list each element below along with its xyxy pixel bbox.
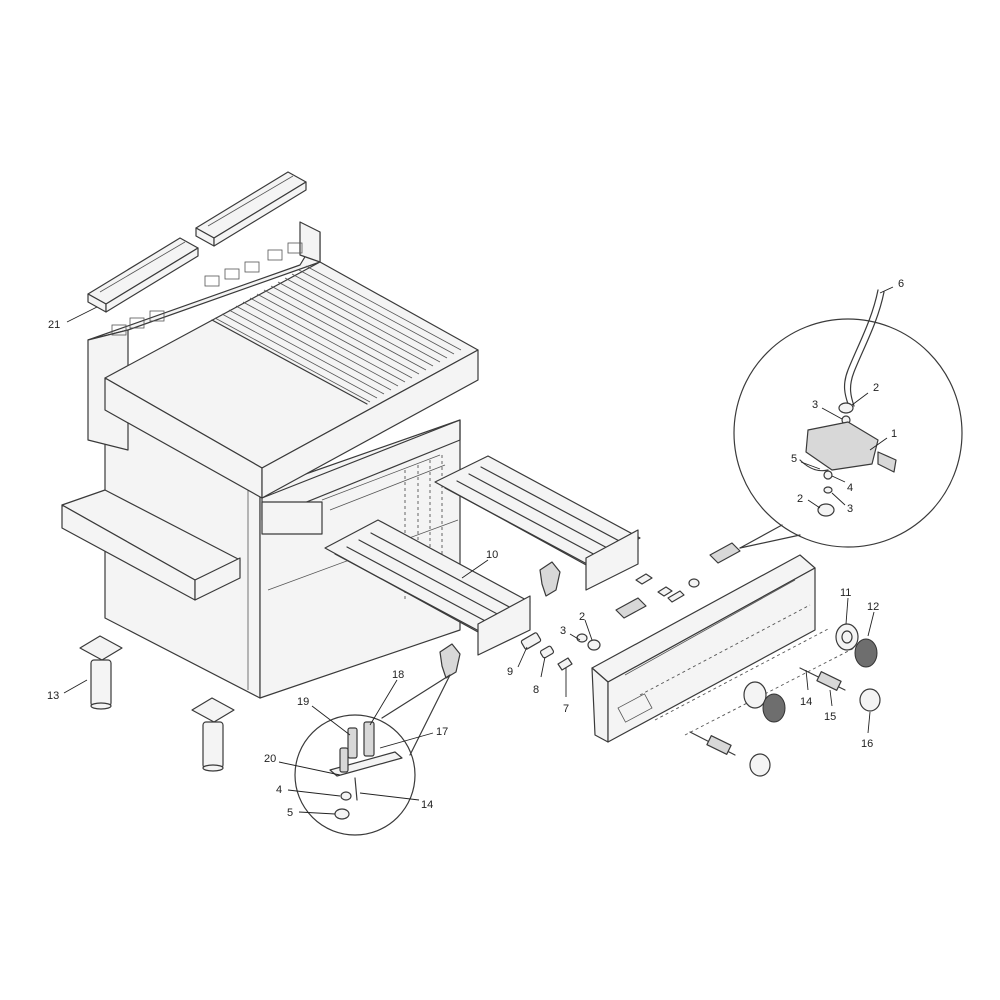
callout-17: 17 [436, 726, 448, 738]
callout-7: 7 [563, 703, 569, 715]
gas-fittings [520, 542, 741, 671]
callout-15: 15 [824, 711, 836, 723]
callout-3: 3 [847, 503, 853, 515]
callout-14: 14 [800, 696, 812, 708]
callout-18: 18 [392, 669, 404, 681]
callout-4: 4 [276, 784, 282, 796]
splash-insert-parts [87, 171, 307, 313]
callout-labels: 21 13 10 9 8 7 3 2 6 2 3 1 5 4 2 3 11 12… [47, 278, 904, 819]
callout-21: 21 [48, 319, 60, 331]
callout-1: 1 [891, 428, 897, 440]
callout-8: 8 [533, 684, 539, 696]
callout-14: 14 [421, 799, 433, 811]
callout-11: 11 [840, 587, 851, 599]
callout-9: 9 [507, 666, 513, 678]
callout-19: 19 [297, 696, 309, 708]
control-knobs [689, 623, 881, 777]
callout-20: 20 [264, 753, 276, 765]
burner-assemblies [324, 455, 641, 656]
callout-5: 5 [791, 453, 797, 465]
grease-drawer [61, 489, 241, 601]
callout-12: 12 [867, 601, 879, 613]
callout-2: 2 [797, 493, 803, 505]
ribbed-plate-grooves [214, 265, 462, 403]
callout-16: 16 [861, 738, 873, 750]
callout-2: 2 [579, 611, 585, 623]
callout-6: 6 [898, 278, 904, 290]
callout-4: 4 [847, 482, 853, 494]
pilot-detail-view [294, 674, 451, 836]
control-panel [591, 554, 861, 743]
callout-10: 10 [486, 549, 498, 561]
callout-3: 3 [560, 625, 566, 637]
griddle-cabinet [87, 221, 479, 699]
ignition-brackets [439, 561, 561, 679]
callout-13: 13 [47, 690, 59, 702]
callout-3: 3 [812, 399, 818, 411]
callout-2: 2 [873, 382, 879, 394]
callout-5: 5 [287, 807, 293, 819]
valve-detail-view [733, 289, 963, 549]
adjustable-legs [79, 635, 235, 772]
callout-leaders [63, 286, 894, 815]
